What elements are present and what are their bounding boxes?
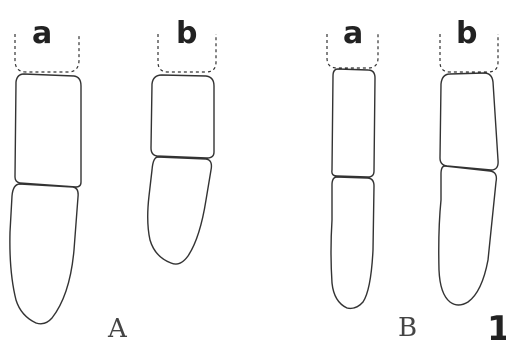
panel-b-specimen-a: a bbox=[327, 16, 378, 308]
panel-label-a: A bbox=[107, 314, 128, 344]
distal-segment bbox=[148, 157, 212, 264]
proximal-segment bbox=[332, 69, 375, 177]
distal-segment bbox=[439, 166, 497, 305]
specimen-label: b bbox=[176, 16, 197, 51]
distal-segment bbox=[331, 177, 374, 308]
panel-a-specimen-b: b bbox=[148, 16, 216, 264]
panel-label-b: B bbox=[398, 313, 417, 343]
proximal-segment bbox=[440, 73, 498, 170]
figure-number: 1 bbox=[487, 309, 506, 348]
specimen-label: a bbox=[32, 16, 52, 51]
panel-a-specimen-a: a bbox=[10, 16, 81, 324]
distal-segment bbox=[10, 184, 78, 324]
panel-b-specimen-b: b bbox=[439, 16, 498, 305]
specimen-label: b bbox=[456, 16, 477, 51]
proximal-segment bbox=[15, 74, 81, 187]
proximal-segment bbox=[151, 75, 214, 158]
specimen-label: a bbox=[343, 16, 363, 51]
